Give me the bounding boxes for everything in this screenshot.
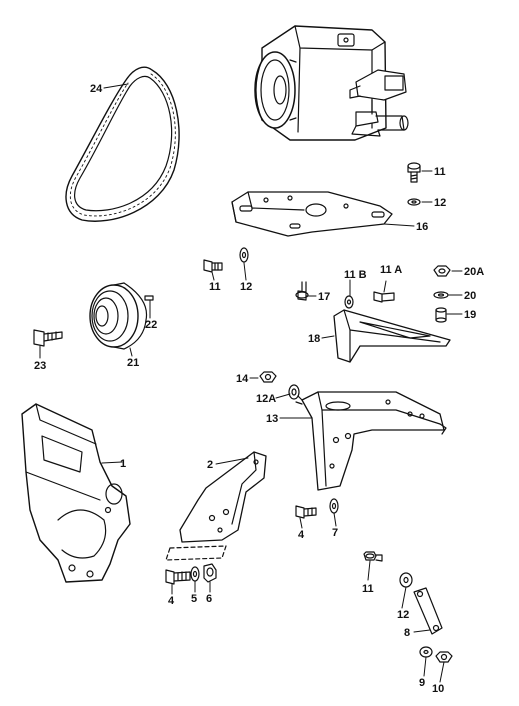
callout-8: 8 xyxy=(404,627,410,639)
callout-11a: 11 A xyxy=(380,264,402,276)
spacer-19-drawing xyxy=(435,307,447,323)
callout-21: 21 xyxy=(127,357,139,369)
callout-12-top: 12 xyxy=(434,197,446,209)
spacer-plate-drawing xyxy=(165,545,227,561)
callout-4-right: 4 xyxy=(298,529,305,541)
callout-14: 14 xyxy=(236,373,249,385)
bracket-13-drawing xyxy=(295,391,447,491)
bolt-11-mid-drawing xyxy=(203,259,223,273)
callout-11-top: 11 xyxy=(434,166,446,178)
callout-16: 16 xyxy=(416,221,428,233)
callout-11-mid: 11 xyxy=(209,281,221,293)
washer-12a-drawing xyxy=(288,384,300,400)
callout-22: 22 xyxy=(145,319,157,331)
callout-7: 7 xyxy=(332,527,338,539)
nut-14-drawing xyxy=(259,371,277,383)
washer-7-drawing xyxy=(329,498,339,514)
callout-5: 5 xyxy=(191,593,197,605)
strap-8-drawing xyxy=(413,587,443,635)
pulley-21-drawing xyxy=(89,282,148,350)
callout-17: 17 xyxy=(318,291,330,303)
callout-23: 23 xyxy=(34,360,46,372)
callout-24: 24 xyxy=(90,83,103,95)
callout-12-mid: 12 xyxy=(240,281,252,293)
bracket-2-drawing xyxy=(179,451,267,543)
callout-12-low: 12 xyxy=(397,609,409,621)
washer-12-low-drawing xyxy=(399,572,413,588)
callout-6: 6 xyxy=(206,593,212,605)
v-belt-drawing xyxy=(65,66,180,222)
washer-12-top-drawing xyxy=(407,198,421,206)
bolt-11-top-drawing xyxy=(407,162,421,183)
bolt-4-right-drawing xyxy=(295,505,317,519)
callout-labels: 24 11 12 16 11 12 11 B 11 A 20A 17 20 19… xyxy=(34,83,484,695)
callout-13: 13 xyxy=(266,413,278,425)
key-22-drawing xyxy=(144,295,154,301)
compressor-bracket-16 xyxy=(231,191,393,237)
bolt-23-drawing xyxy=(33,329,63,347)
callout-10: 10 xyxy=(432,683,444,695)
callout-11-low: 11 xyxy=(362,583,374,595)
callout-20: 20 xyxy=(464,290,476,302)
washer-9-drawing xyxy=(419,646,433,658)
bolt-17-drawing xyxy=(295,281,309,301)
bracket-18-drawing xyxy=(333,309,451,363)
compressor-drawing xyxy=(254,25,409,141)
callout-20a: 20A xyxy=(464,266,484,278)
washer-11b-drawing xyxy=(344,295,354,309)
washer-12-mid-drawing xyxy=(239,247,249,263)
washer-20-drawing xyxy=(433,291,449,299)
nut-20a-drawing xyxy=(433,265,451,277)
nut-6-drawing xyxy=(203,563,217,583)
leader-lines xyxy=(39,83,463,683)
callout-12a: 12A xyxy=(256,393,276,405)
callout-4-left: 4 xyxy=(168,595,175,607)
washer-5-drawing xyxy=(190,566,200,582)
callout-19: 19 xyxy=(464,309,476,321)
bracket-1-drawing xyxy=(21,403,131,583)
callout-11b: 11 B xyxy=(344,269,367,281)
callout-18: 18 xyxy=(308,333,320,345)
bolt-11a-drawing xyxy=(373,291,395,303)
callout-9: 9 xyxy=(419,677,425,689)
callout-1: 1 xyxy=(120,458,126,470)
callout-2: 2 xyxy=(207,459,213,471)
nut-10-drawing xyxy=(435,651,453,663)
bolt-4-left-drawing xyxy=(165,569,191,585)
bolt-11-low-drawing xyxy=(363,551,383,562)
